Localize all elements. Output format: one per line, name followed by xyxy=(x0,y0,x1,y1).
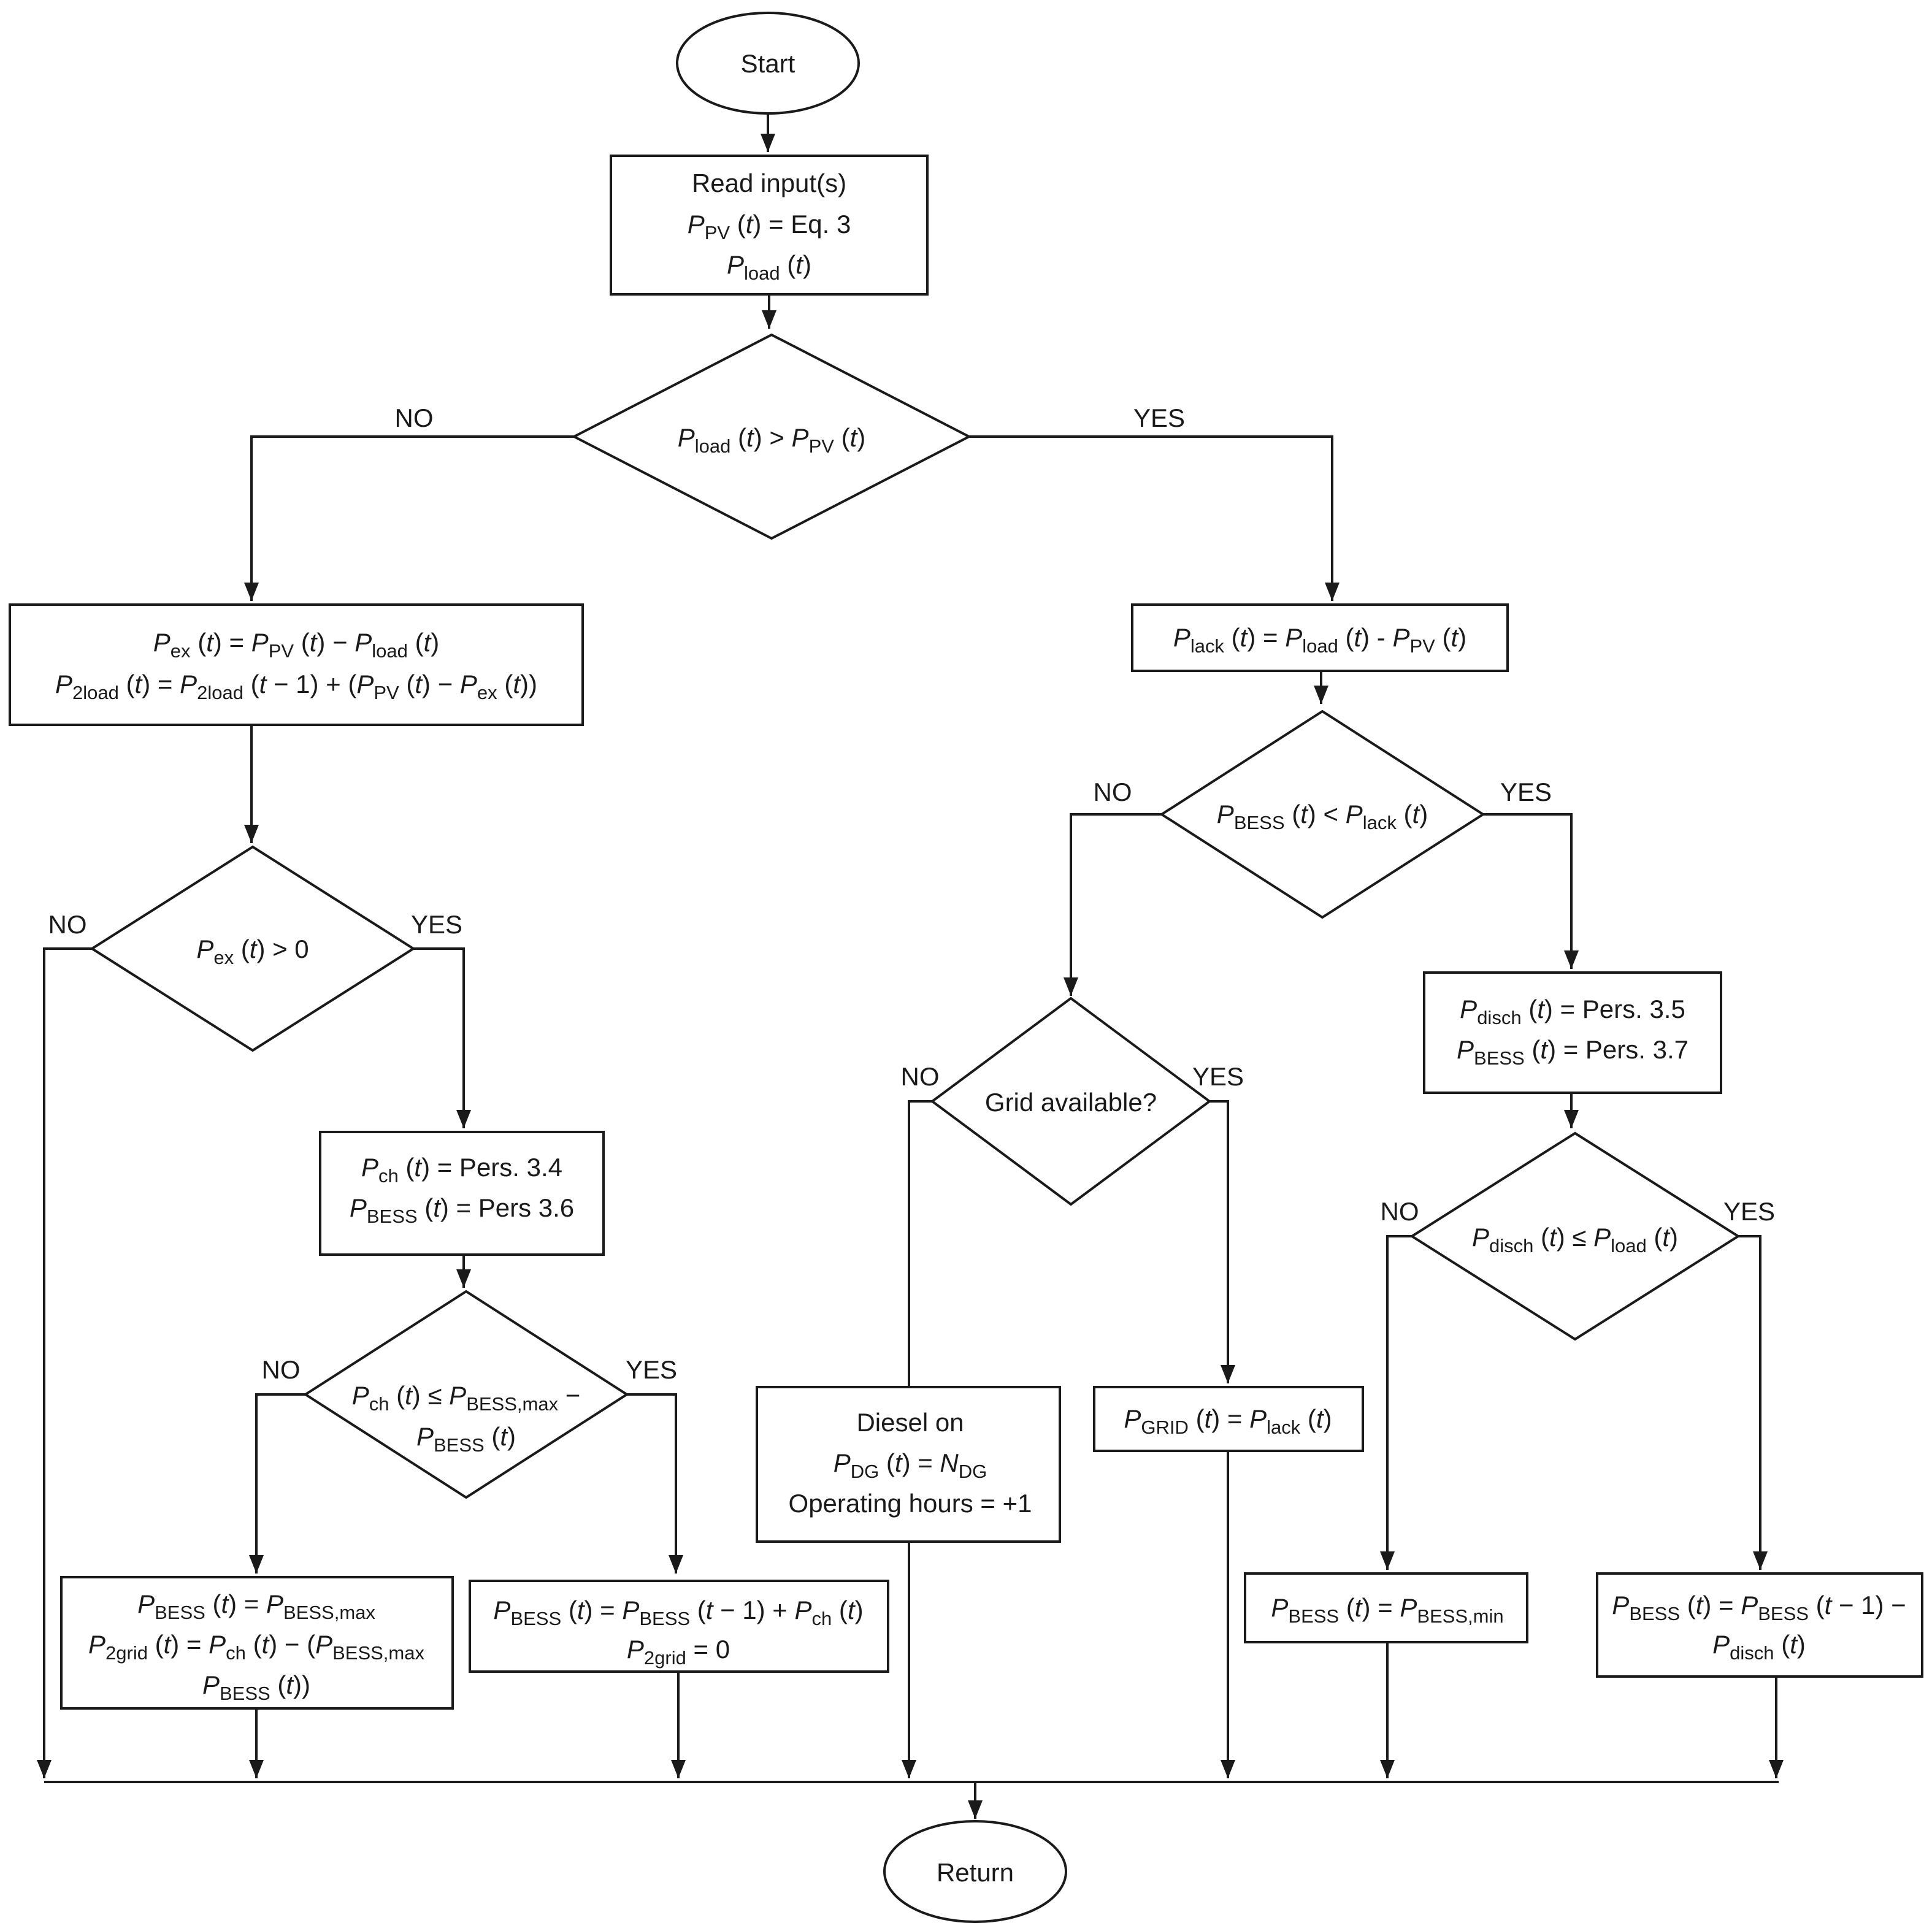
excess-box-p2load: P2load (t) = P2load (t − 1) + (PPV (t) −… xyxy=(55,670,537,703)
connector-bess-yes xyxy=(1483,813,1573,969)
connector-grid-yes xyxy=(1209,1100,1229,1383)
discharge-box-pbess: PBESS (t) = Pers. 3.7 xyxy=(1457,1035,1689,1069)
discharge-box xyxy=(1423,971,1722,1094)
bess-max-box-line3: PBESS (t)) xyxy=(202,1670,310,1704)
lack-box-label: Plack (t) = Pload (t) - PPV (t) xyxy=(1173,623,1466,657)
connector-bessdischarge-bus-arrowhead xyxy=(1769,1760,1784,1778)
bess-max-box-line1: PBESS (t) = PBESS,max xyxy=(137,1589,375,1623)
decision-bess-lt-lack-label: PBESS (t) < Plack (t) xyxy=(1217,800,1428,833)
connector-main-yes-arrowhead xyxy=(1325,583,1340,601)
connector-bess-no xyxy=(1070,813,1162,996)
connector-charge-no xyxy=(255,1393,305,1573)
label-main-no: NO xyxy=(395,403,434,432)
charge-box-pch: Pch (t) = Pers. 3.4 xyxy=(361,1153,562,1187)
bess-charge-box xyxy=(469,1580,889,1673)
connector-discharge-no-arrowhead xyxy=(1380,1551,1395,1570)
connector-excess-yes xyxy=(413,947,465,1128)
decision-charge-line2: PBESS (t) xyxy=(416,1422,516,1456)
connector-discharge-decision-arrowhead xyxy=(1564,1110,1579,1128)
connector-charge-no-arrowhead xyxy=(249,1555,264,1573)
label-discharge-yes: YES xyxy=(1723,1197,1775,1226)
connector-bessmin-bus-arrowhead xyxy=(1380,1760,1395,1778)
diesel-box xyxy=(756,1386,1061,1543)
diesel-box-pdg: PDG (t) = NDG xyxy=(834,1448,987,1482)
connector-bessmax-bus-arrowhead xyxy=(249,1760,264,1778)
decision-load-gt-pv-label: Pload (t) > PPV (t) xyxy=(678,423,866,457)
label-grid-yes: YES xyxy=(1192,1062,1244,1091)
connector-bess-no-arrowhead xyxy=(1064,977,1078,996)
decision-grid-label: Grid available? xyxy=(985,1088,1157,1117)
grid-box xyxy=(1093,1386,1364,1452)
connector-charge-decision-arrowhead xyxy=(456,1269,471,1288)
decision-bess-lt-lack xyxy=(1159,709,1485,919)
bess-discharge-box xyxy=(1596,1572,1923,1678)
label-excess-yes: YES xyxy=(411,910,462,939)
start-label: Start xyxy=(741,49,795,78)
connector-grid-bus-arrowhead xyxy=(1221,1760,1235,1778)
diesel-box-title: Diesel on xyxy=(856,1408,964,1437)
connector-discharge-yes-arrowhead xyxy=(1753,1551,1768,1570)
connector-excess-no-arrowhead xyxy=(37,1760,52,1778)
read-input-title: Read input(s) xyxy=(692,169,846,197)
bess-charge-box-line2: P2grid = 0 xyxy=(627,1635,730,1669)
connector-bess-yes-arrowhead xyxy=(1564,950,1579,969)
connector-discharge-yes xyxy=(1738,1235,1761,1570)
connector-grid-yes-arrowhead xyxy=(1221,1365,1235,1383)
decision-excess-gt-0 xyxy=(90,845,416,1052)
bess-discharge-box-line1: PBESS (t) = PBESS (t − 1) − xyxy=(1612,1591,1906,1624)
label-discharge-no: NO xyxy=(1381,1197,1419,1226)
label-bess-yes: YES xyxy=(1500,778,1552,806)
bess-max-box-line2: P2grid (t) = Pch (t) − (PBESS,max xyxy=(88,1630,424,1664)
charge-box xyxy=(319,1131,605,1256)
connector-diesel-bus-arrowhead xyxy=(902,1760,916,1778)
return-terminal xyxy=(883,1820,1067,1923)
read-input-box xyxy=(610,155,929,296)
connector-besscharge-bus-arrowhead xyxy=(671,1760,686,1778)
connector-start-read-arrowhead xyxy=(761,134,775,152)
connector-excess-yes-arrowhead xyxy=(456,1110,471,1128)
read-input-pv: PPV (t) = Eq. 3 xyxy=(688,210,851,243)
label-charge-yes: YES xyxy=(626,1355,677,1384)
decision-discharge-label: Pdisch (t) ≤ Pload (t) xyxy=(1472,1223,1678,1256)
grid-box-label: PGRID (t) = Plack (t) xyxy=(1124,1404,1332,1438)
connector-charge-yes xyxy=(627,1393,677,1573)
decision-grid-available xyxy=(930,996,1212,1206)
connector-grid-no xyxy=(908,1100,932,1387)
label-grid-no: NO xyxy=(901,1062,940,1091)
label-excess-no: NO xyxy=(48,910,87,939)
decision-discharge xyxy=(1409,1131,1741,1341)
decision-excess-label: Pex (t) > 0 xyxy=(196,935,309,968)
return-label: Return xyxy=(937,1858,1014,1887)
decision-charge-line1: Pch (t) ≤ PBESS,max − xyxy=(352,1381,581,1415)
bess-min-box xyxy=(1244,1572,1528,1643)
bess-charge-box-line1: PBESS (t) = PBESS (t − 1) + Pch (t) xyxy=(493,1596,863,1629)
connector-read-decision-arrowhead xyxy=(762,310,776,329)
excess-box-pex: Pex (t) = PPV (t) − Pload (t) xyxy=(153,628,439,662)
connector-main-yes xyxy=(969,435,1333,601)
connector-lack-decision-arrowhead xyxy=(1314,686,1328,704)
bess-max-box xyxy=(60,1576,454,1710)
lack-box xyxy=(1131,603,1509,672)
decision-charge xyxy=(303,1290,629,1499)
connector-main-no-arrowhead xyxy=(244,583,259,601)
excess-box xyxy=(9,603,584,726)
diesel-box-hours: Operating hours = +1 xyxy=(789,1489,1032,1518)
connector-main-no xyxy=(250,435,574,601)
bess-discharge-box-line2: Pdisch (t) xyxy=(1712,1630,1806,1664)
decision-load-gt-pv xyxy=(571,333,972,540)
bess-min-box-label: PBESS (t) = PBESS,min xyxy=(1271,1593,1503,1627)
label-charge-no: NO xyxy=(262,1355,301,1384)
connector-excess-decision-arrowhead xyxy=(244,825,259,843)
connector-discharge-no xyxy=(1386,1235,1412,1570)
connector-charge-yes-arrowhead xyxy=(669,1555,683,1573)
label-main-yes: YES xyxy=(1133,403,1185,432)
read-input-load: Pload (t) xyxy=(727,250,811,284)
connector-bus-return-arrowhead xyxy=(968,1800,983,1819)
connector-excess-no xyxy=(43,947,92,1778)
charge-box-pbess: PBESS (t) = Pers 3.6 xyxy=(350,1193,574,1227)
label-bess-no: NO xyxy=(1094,778,1132,806)
discharge-box-pdisch: Pdisch (t) = Pers. 3.5 xyxy=(1460,995,1685,1028)
